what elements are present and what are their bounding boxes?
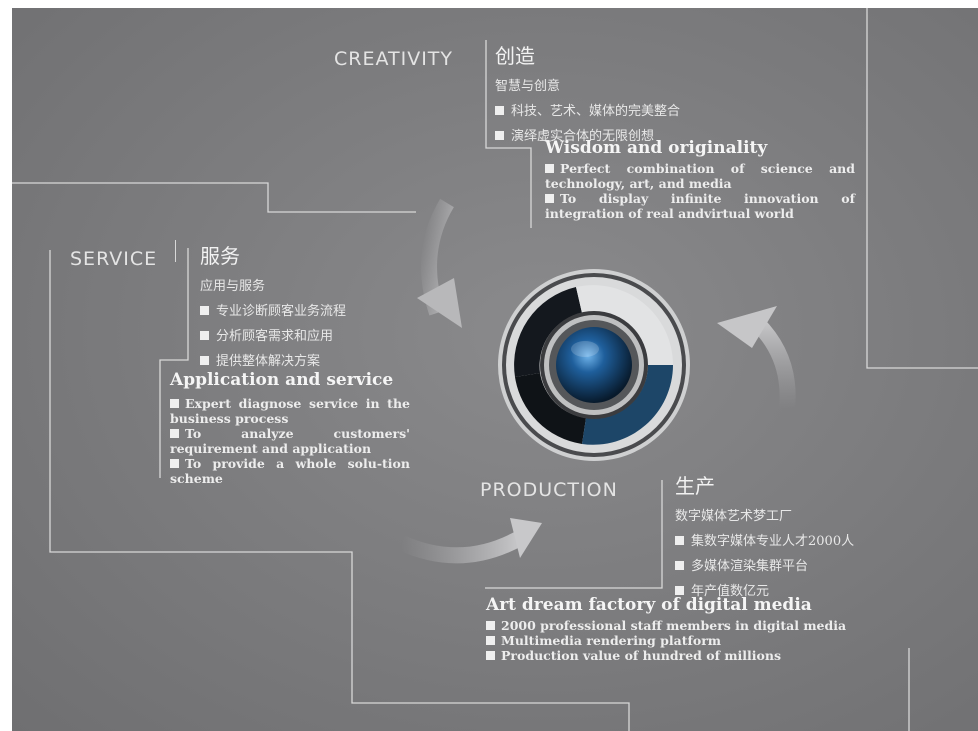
- production-item-en: Production value of hundred of millions: [486, 648, 916, 663]
- bullet-icon: [495, 106, 504, 115]
- bullet-icon: [170, 399, 179, 408]
- diagram-canvas: CREATIVITY 创造 智慧与创意 科技、艺术、媒体的完美整合 演绎虚实合体…: [12, 8, 978, 731]
- frame-line-service-box: [159, 248, 189, 478]
- emblem-segment-dark: [514, 287, 582, 377]
- cycle-emblem: [398, 198, 796, 564]
- service-item-en: To provide a whole solu-tion scheme: [170, 456, 410, 486]
- bullet-icon: [200, 356, 209, 365]
- bullet-icon: [675, 586, 684, 595]
- service-en-block: Application and service Expert diagnose …: [170, 370, 410, 486]
- production-title-en: Art dream factory of digital media: [486, 595, 812, 615]
- bullet-icon: [545, 194, 554, 203]
- frame-lines: [12, 8, 978, 731]
- production-item-en: Multimedia rendering platform: [486, 633, 916, 648]
- bullet-icon: [495, 131, 504, 140]
- production-subtitle-zh: 数字媒体艺术梦工厂: [675, 509, 793, 524]
- arrow-creativity-to-center: [417, 198, 462, 328]
- production-item-zh: 年产值数亿元: [675, 580, 854, 599]
- emblem-segment-dark-2: [515, 373, 586, 444]
- creativity-item-en: Perfect combination of science and techn…: [545, 161, 855, 191]
- arrow-service-to-production: [398, 518, 542, 564]
- creativity-item-zh: 科技、艺术、媒体的完美整合: [495, 100, 680, 119]
- frame-line-creativity: [485, 40, 532, 228]
- creativity-zh-block: 创造 智慧与创意 科技、艺术、媒体的完美整合 演绎虚实合体的无限创想: [495, 40, 680, 144]
- creativity-subtitle-zh: 智慧与创意: [495, 79, 561, 94]
- bullet-icon: [200, 331, 209, 340]
- service-item-en: Expert diagnose service in the business …: [170, 396, 410, 426]
- production-heading-en: PRODUCTION: [480, 479, 618, 501]
- production-item-zh: 集数字媒体专业人才2000人: [675, 530, 854, 549]
- bullet-icon: [170, 429, 179, 438]
- creativity-heading-en: CREATIVITY: [334, 48, 454, 70]
- production-en-block: Art dream factory of digital media 2000 …: [486, 595, 916, 663]
- service-divider: [175, 240, 180, 262]
- frame-line-right: [866, 8, 978, 369]
- bullet-icon: [486, 636, 495, 645]
- bullet-icon: [675, 536, 684, 545]
- bullet-icon: [486, 621, 495, 630]
- emblem-segment-light: [576, 285, 673, 365]
- emblem-segment-blue: [582, 365, 673, 445]
- creativity-heading-zh: 创造: [495, 44, 535, 68]
- creativity-title-en: Wisdom and originality: [545, 138, 768, 158]
- production-zh-block: 生产 数字媒体艺术梦工厂 集数字媒体专业人才2000人 多媒体渲染集群平台 年产…: [675, 470, 854, 599]
- emblem-core: [556, 327, 632, 403]
- creativity-item-zh: 演绎虚实合体的无限创想: [495, 125, 680, 144]
- production-heading-zh: 生产: [675, 474, 715, 498]
- production-item-zh: 多媒体渲染集群平台: [675, 555, 854, 574]
- frame-line-production: [485, 480, 663, 589]
- frame-line-top-left: [12, 182, 416, 213]
- service-heading-en: SERVICE: [70, 248, 158, 270]
- service-item-zh: 提供整体解决方案: [200, 350, 346, 369]
- bullet-icon: [486, 651, 495, 660]
- arrow-production-to-center: [717, 306, 796, 409]
- service-zh-block: 服务 应用与服务 专业诊断顾客业务流程 分析顾客需求和应用 提供整体解决方案: [200, 240, 346, 369]
- service-item-zh: 专业诊断顾客业务流程: [200, 300, 346, 319]
- service-title-en: Application and service: [170, 370, 394, 390]
- service-item-zh: 分析顾客需求和应用: [200, 325, 346, 344]
- creativity-item-en: To display infinite innovation of integr…: [545, 191, 855, 221]
- service-heading-zh: 服务: [200, 244, 240, 268]
- emblem: [498, 269, 690, 461]
- bullet-icon: [200, 306, 209, 315]
- bullet-icon: [170, 459, 179, 468]
- creativity-en-block: Wisdom and originality Perfect combinati…: [545, 138, 855, 221]
- bullet-icon: [545, 164, 554, 173]
- service-subtitle-zh: 应用与服务: [200, 279, 266, 294]
- frame-line-service: [49, 250, 630, 731]
- service-item-en: To analyze customers' requirement and ap…: [170, 426, 410, 456]
- production-item-en: 2000 professional staff members in digit…: [486, 618, 916, 633]
- bullet-icon: [675, 561, 684, 570]
